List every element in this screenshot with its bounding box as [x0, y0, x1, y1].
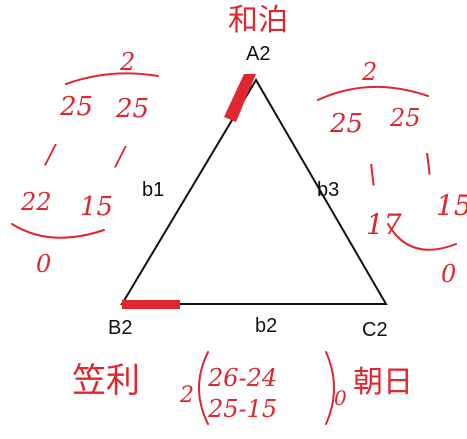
bottom-line1: 26-24	[207, 364, 277, 392]
highlight-mark-b2	[122, 300, 180, 309]
triangle-outline	[120, 78, 388, 305]
right-mid-a: \	[368, 160, 377, 190]
bottom-line2: 25-15	[207, 395, 277, 423]
handwritten-label-top: 和泊	[228, 3, 288, 38]
left-low-b: 15	[80, 192, 113, 222]
left-bottom-arc	[11, 223, 105, 239]
edge-label-b1: b1	[142, 179, 164, 201]
left-top-a: 25	[59, 92, 93, 122]
right-low-b: 15	[436, 189, 467, 222]
left-top-b: 25	[115, 94, 149, 124]
edge-label-b3: b3	[317, 179, 339, 201]
highlight-mark-a2	[224, 74, 256, 122]
right-bottom-arc	[387, 223, 457, 251]
handwritten-label-bottom-left: 笠利	[72, 361, 140, 401]
handwritten-label-bottom-right: 朝日	[353, 365, 413, 400]
right-mid-b: \	[424, 149, 433, 179]
right-top-a: 25	[329, 109, 363, 139]
right-top-arc	[317, 85, 429, 101]
right-bottom-total: 0	[441, 260, 456, 288]
right-annotation-group: 2 25 25 \ \ 17 15 0	[317, 58, 467, 288]
left-mid-b: /	[113, 142, 127, 172]
left-top-arc	[65, 72, 159, 85]
bottom-right-paren	[325, 351, 335, 425]
bottom-suffix: 0	[334, 386, 347, 410]
left-mid-a: /	[43, 140, 57, 170]
vertex-label-b2: B2	[108, 317, 132, 339]
left-low-a: 22	[20, 188, 52, 216]
left-annotation-group: 2 25 25 / / 22 15 0	[11, 48, 159, 278]
left-bottom-total: 0	[36, 250, 51, 278]
bottom-annotation-group: 2 26-24 25-15 0	[179, 351, 347, 425]
bottom-prefix: 2	[179, 383, 194, 408]
edge-label-b2: b2	[255, 315, 277, 337]
right-top-b: 25	[389, 104, 421, 132]
vertex-label-a2: A2	[246, 43, 270, 65]
left-top-total: 2	[119, 48, 135, 76]
vertex-label-c2: C2	[362, 319, 388, 341]
right-top-total: 2	[361, 58, 377, 86]
bottom-left-paren	[198, 351, 209, 425]
